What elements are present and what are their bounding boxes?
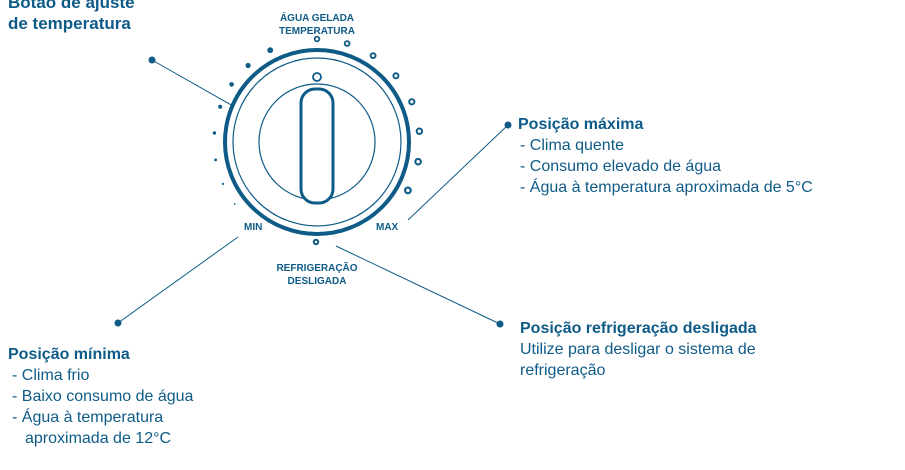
min-position-heading: Posição mínima (8, 346, 130, 363)
max-position-block: Posição máxima - Clima quente - Consumo … (518, 114, 813, 198)
position-tick-center (417, 129, 422, 133)
position-tick (229, 82, 234, 87)
position-tick (221, 182, 224, 185)
title-line-1: Botão de ajuste (8, 0, 135, 12)
dial-off-label: REFRIGERAÇÃO DESLIGADA (276, 263, 358, 287)
position-tick (214, 158, 218, 162)
position-tick (267, 47, 274, 54)
position-tick (233, 203, 236, 205)
position-tick (212, 131, 217, 135)
position-tick-center (406, 188, 410, 193)
off-leader-dot (496, 320, 504, 328)
min-leader-dot (114, 319, 122, 327)
position-tick-markers (212, 35, 424, 205)
max-position-line: - Água à temperatura aproximada de 5°C (520, 179, 813, 196)
off-leader-line (335, 245, 501, 325)
off-position-line: refrigeração (520, 362, 606, 379)
max-leader-line (407, 124, 509, 221)
dial-min-label: MIN (244, 222, 263, 233)
dial-top-label: ÁGUA GELADA TEMPERATURA (279, 13, 355, 37)
position-tick (218, 104, 223, 109)
max-position-line: - Clima quente (520, 137, 625, 154)
knob-indicator-icon (312, 72, 322, 82)
min-position-line: - Baixo consumo de água (12, 388, 194, 405)
title-leader-dot (148, 56, 156, 64)
min-position-line: aproximada de 12°C (25, 430, 172, 447)
position-tick-center (394, 74, 398, 78)
min-leader-line (117, 236, 239, 324)
position-tick-center (345, 42, 349, 45)
diagram-title: Botão de ajuste de temperatura (8, 0, 135, 34)
min-position-block: Posição mínima - Clima frio - Baixo cons… (8, 344, 193, 449)
position-tick-center (416, 159, 420, 164)
position-tick-center (410, 100, 414, 104)
max-position-line: - Consumo elevado de água (520, 158, 722, 175)
dial-max-label: MAX (376, 222, 399, 233)
title-line-2: de temperatura (8, 14, 131, 33)
position-tick (245, 62, 251, 69)
position-tick-center (315, 37, 319, 41)
knob-inner-ring (232, 57, 402, 227)
position-tick-center (371, 54, 375, 58)
min-position-line: - Água à temperatura (12, 409, 164, 426)
min-position-line: - Clima frio (12, 367, 90, 384)
max-leader-dot (504, 121, 512, 129)
max-position-heading: Posição máxima (518, 116, 644, 133)
off-position-block: Posição refrigeração desligada Utilize p… (520, 318, 757, 381)
off-position-heading: Posição refrigeração desligada (520, 320, 757, 337)
off-position-line: Utilize para desligar o sistema de (520, 341, 756, 358)
knob-grip (299, 87, 335, 205)
